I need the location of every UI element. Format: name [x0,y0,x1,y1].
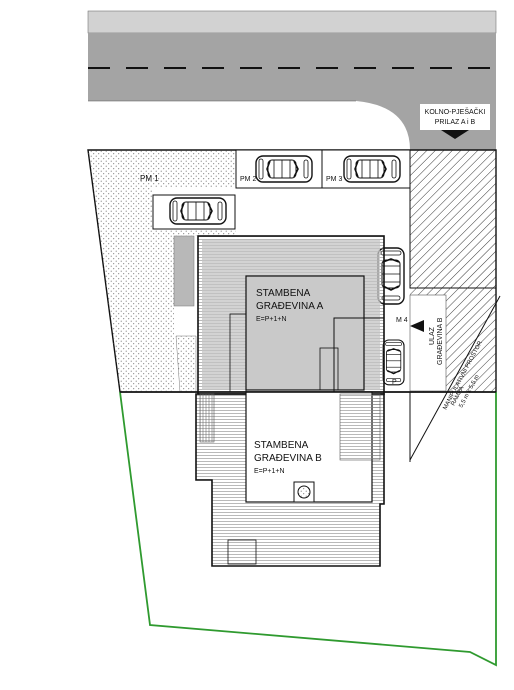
parking-label-pm3: PM 3 [326,176,342,183]
garden-dotted-strip [175,335,197,393]
road-top-strip [87,10,497,34]
ramp-clear-zone [409,294,447,392]
building-a-floors: E=P+1+N [256,316,287,323]
building-a-label-line2: GRAĐEVINA A [256,301,324,312]
building-b-label-line2: GRAĐEVINA B [254,453,322,464]
parking-label-pm5: P [392,379,397,386]
entrance-label-line1: ULAZ [429,326,436,345]
car-pm3 [343,155,401,183]
building-b-label-line1: STAMBENA [254,440,309,451]
building-b-stair-right [339,393,381,461]
access-label-box [420,104,490,130]
ramp-diagonal [409,295,501,461]
access-label-line2: PRILAZ A i B [435,119,476,126]
building-a-balcony [319,347,339,391]
building-b-entry [227,539,257,565]
building-a-core [245,275,365,391]
fireplace-circle [297,485,311,499]
car-pm2 [255,155,313,183]
car-pm1 [169,197,227,225]
building-b-stair-left [199,393,215,443]
entrance-arrow-icon [410,320,424,332]
access-label-line1: KOLNO-PJEŠAČKI [425,107,486,116]
entrance-label-line2: GRAĐEVINA B [437,317,444,365]
building-b-floors: E=P+1+N [254,468,285,475]
grey-strip [173,235,195,307]
building-a-label-line1: STAMBENA [256,288,311,299]
parking-label-pm1: PM 1 [140,174,159,183]
parking-label-pm2: PM 2 [240,176,256,183]
garden-dotted-area [88,150,236,392]
access-hatched-area [409,149,497,289]
parking-label-pm4: M 4 [396,317,408,324]
lower-parcel-boundary [119,391,497,667]
access-arrow-icon [441,130,469,139]
